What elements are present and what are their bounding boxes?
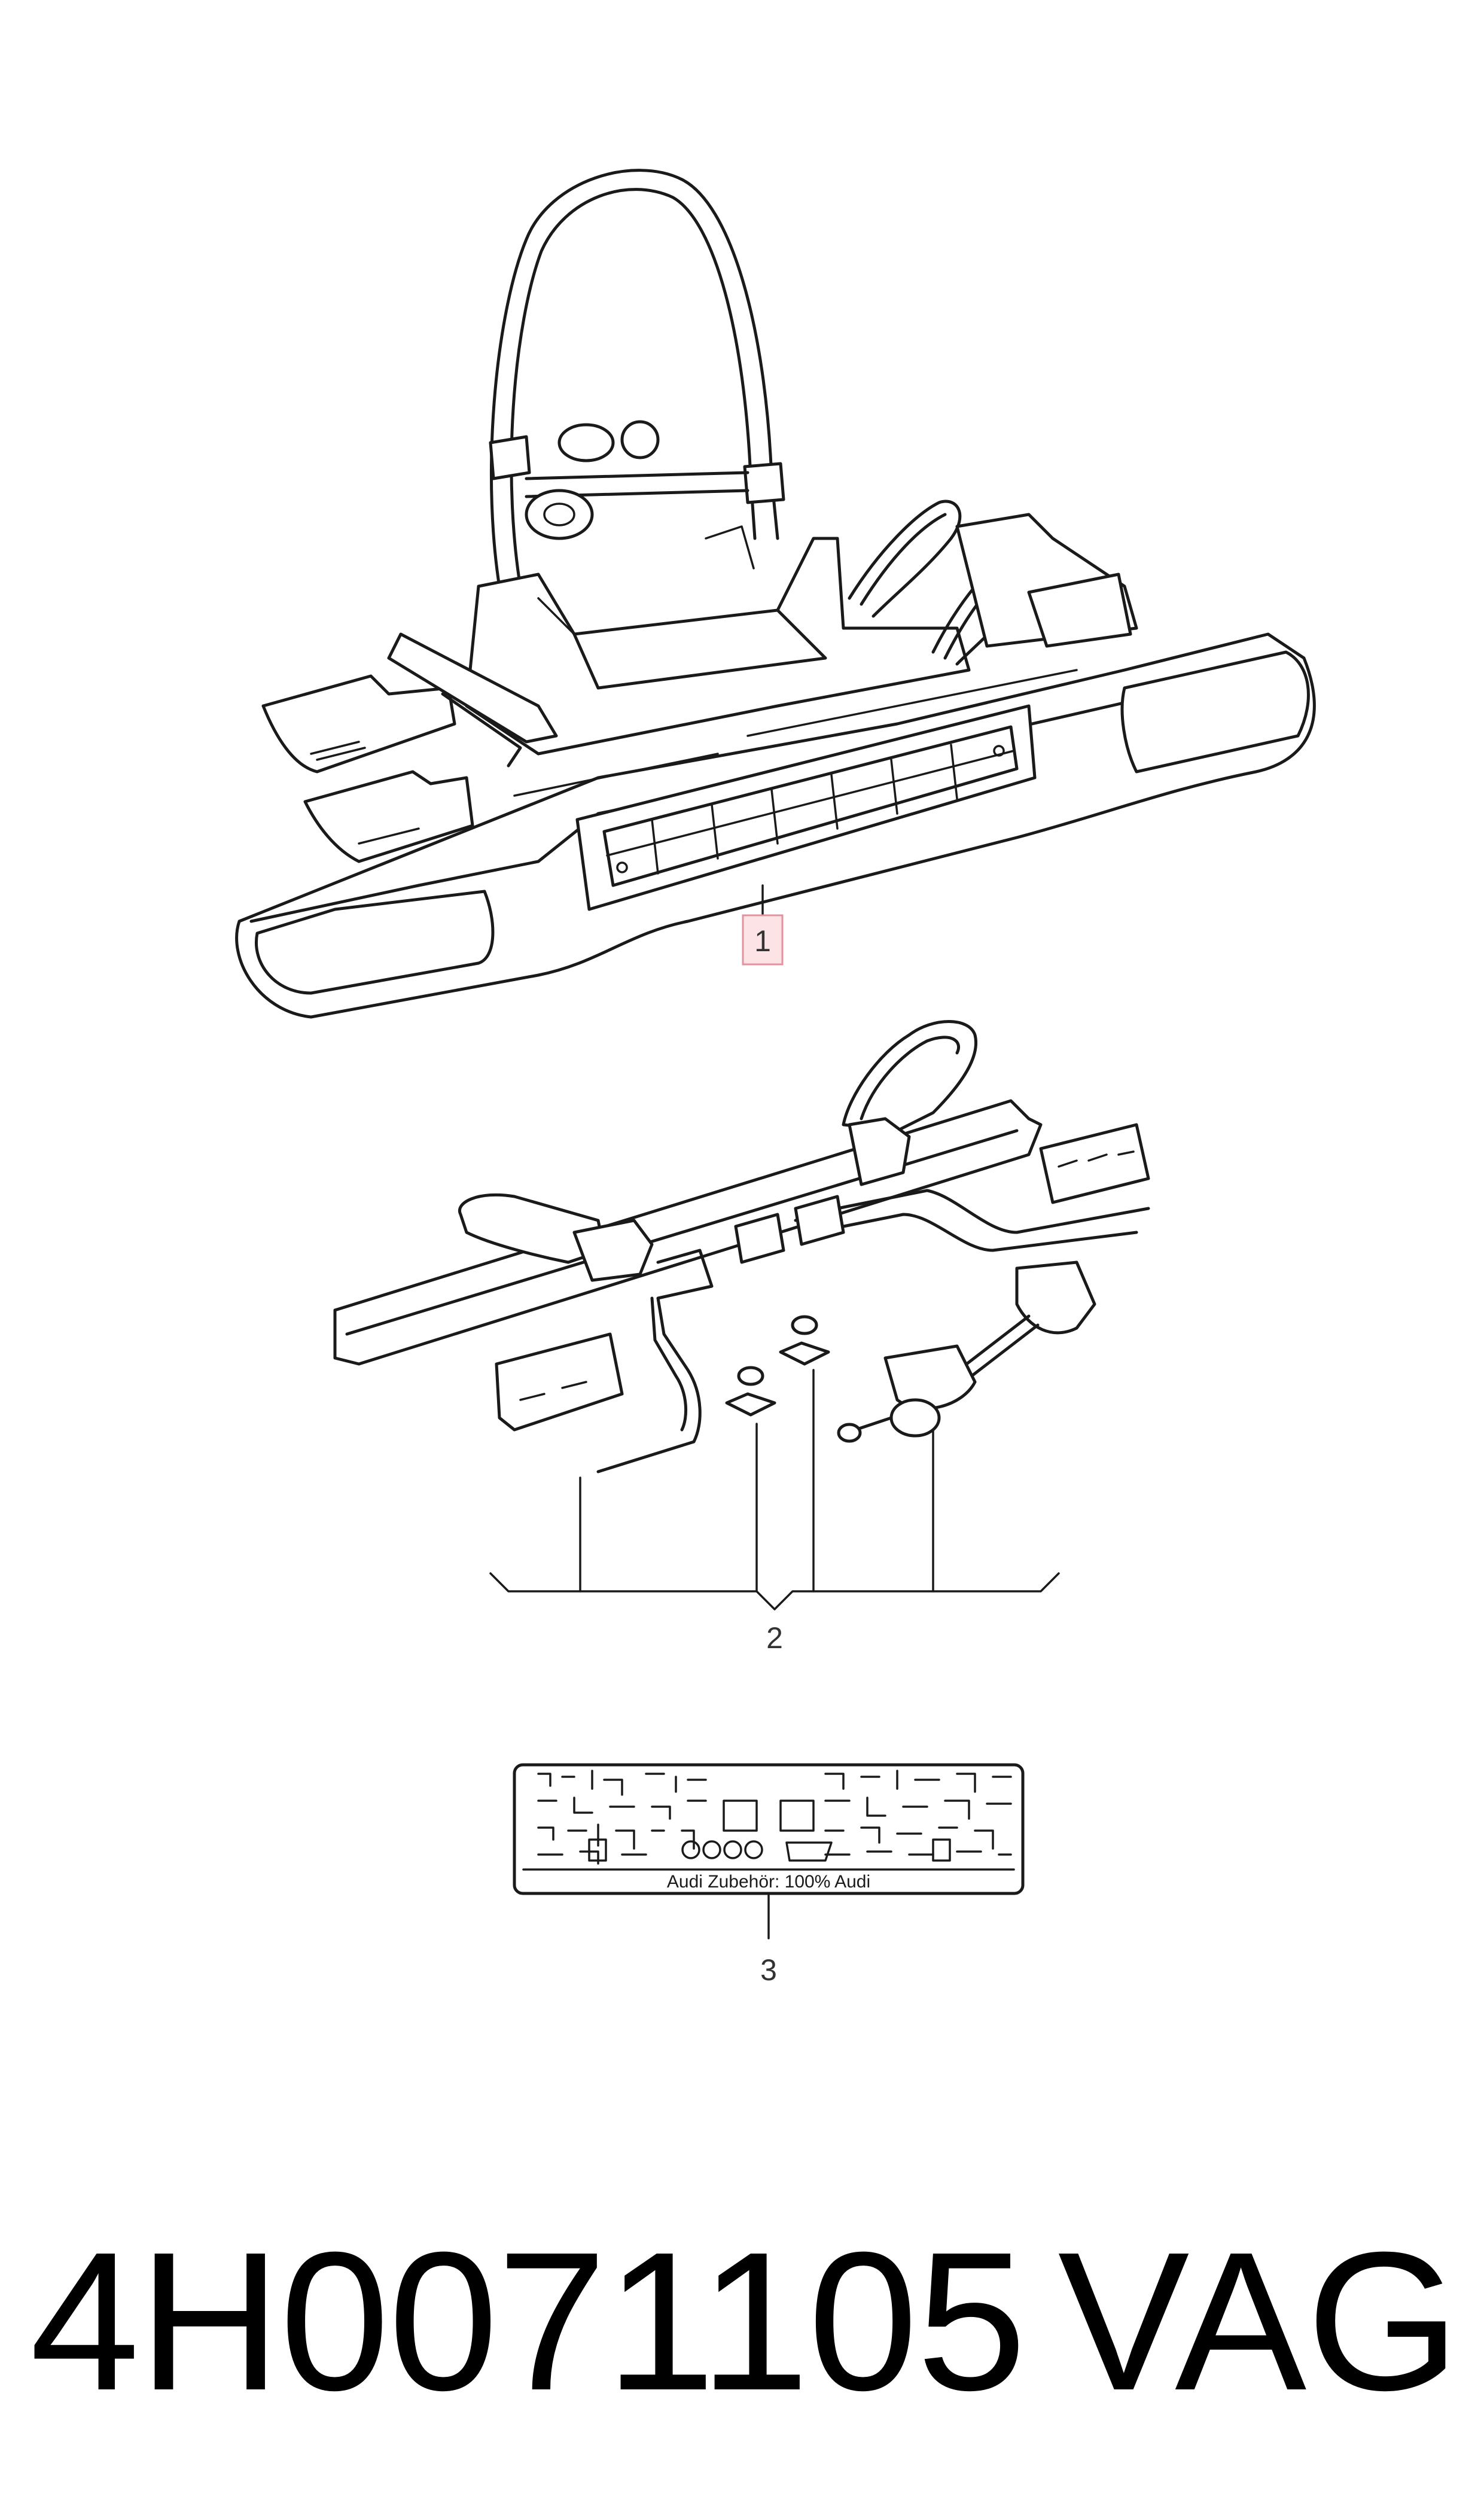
bike-carrier-assembly [235,169,1316,1019]
wheel-rail-kit [333,1020,1150,1473]
leader-lines-2 [489,1369,1060,1610]
callout-1: 1 [742,914,784,966]
footer: 4H0071105 VAG [0,2202,1484,2453]
locking-clamp [837,1260,1096,1443]
license-plate-holder [575,704,1037,911]
plate-text: Audi Zubehör: 100% Audi [667,1872,870,1892]
brand-label: VAG [1058,2211,1460,2431]
part-number: 4H0071105 [30,2211,1026,2431]
callout-label-2: 2 [766,1621,783,1655]
license-plate-insert: Audi Zubehör: 100% Audi [513,1763,1025,1895]
callout-label-1: 1 [754,924,771,958]
wing-nut [725,1366,776,1417]
callout-label-3: 3 [760,1953,777,1987]
wing-nut [779,1315,830,1366]
